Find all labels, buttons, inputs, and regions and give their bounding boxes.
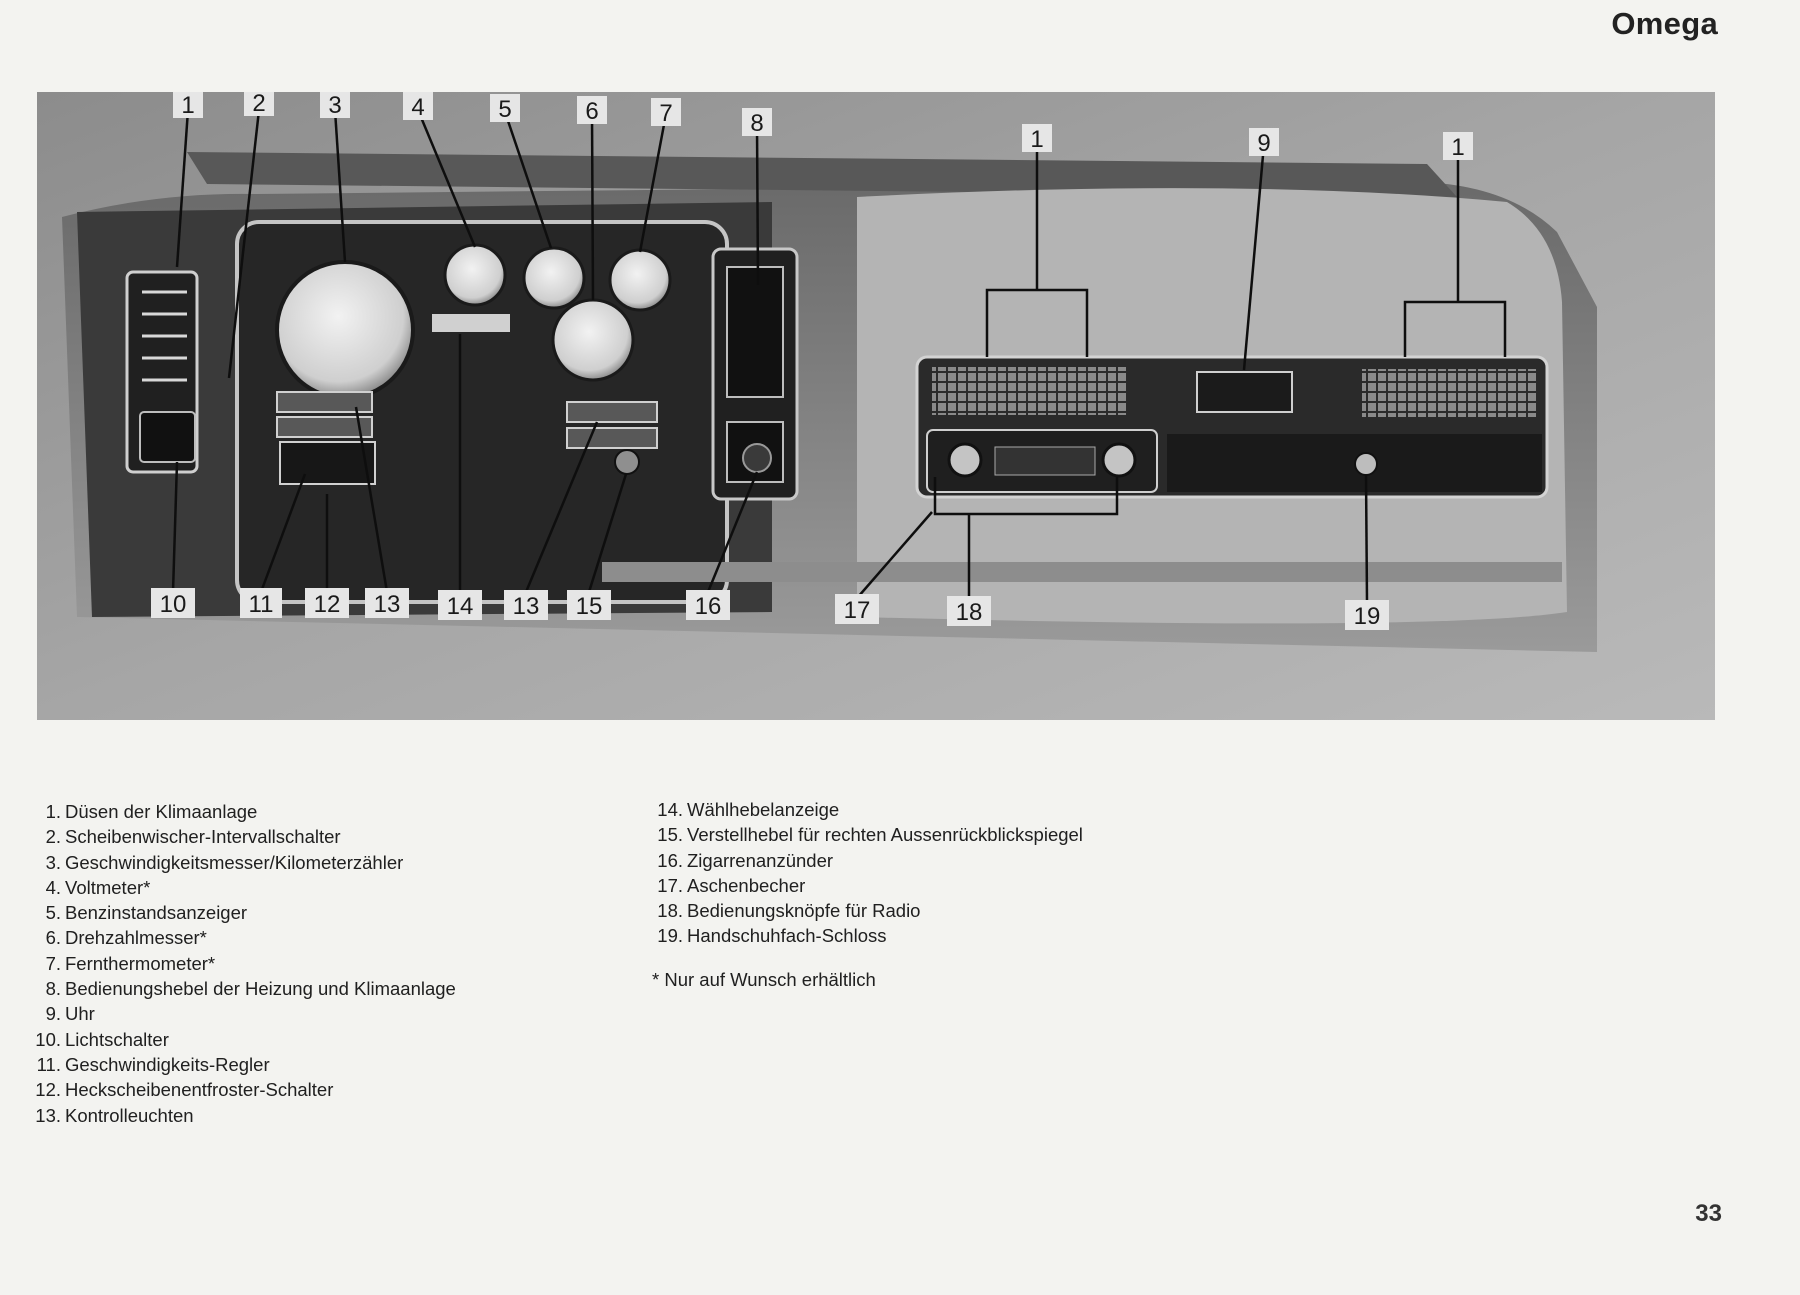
callout-label: 15 xyxy=(576,593,603,620)
page-number: 33 xyxy=(1695,1200,1722,1227)
legend-number: 12. xyxy=(35,1079,61,1101)
legend-text: Geschwindigkeits-Regler xyxy=(65,1053,270,1075)
legend-item: 3.Geschwindigkeitsmesser/Kilometerzähler xyxy=(30,850,650,875)
legend-text: Lichtschalter xyxy=(65,1028,169,1050)
legend-item: 13.Kontrolleuchten xyxy=(30,1103,650,1128)
legend-item: 17.Aschenbecher xyxy=(650,873,1210,898)
callout-label: 2 xyxy=(252,92,265,117)
callout-label: 9 xyxy=(1257,130,1270,157)
legend-item: 14.Wählhebelanzeige xyxy=(650,797,1210,822)
legend-text: Voltmeter* xyxy=(65,876,151,898)
callouts-bottom: 10 11 12 13 14 13 15 16 17 18 19 xyxy=(151,588,1389,630)
legend-text: Düsen der Klimaanlage xyxy=(65,801,258,822)
callout-label: 17 xyxy=(844,597,871,624)
legend-text: Handschuhfach-Schloss xyxy=(687,925,887,947)
legend-number: 4. xyxy=(45,876,61,898)
callout-label: 1 xyxy=(1030,126,1043,153)
legend-number: 11. xyxy=(36,1053,61,1075)
legend-number: 17. xyxy=(657,874,683,896)
legend-number: 3. xyxy=(45,851,61,873)
legend-item: 18.Bedienungsknöpfe für Radio xyxy=(650,898,1210,923)
legend-item: 16.Zigarrenanzünder xyxy=(650,848,1210,873)
legend-number: 13. xyxy=(35,1104,61,1126)
legend-item: 12.Heckscheibenentfroster-Schalter xyxy=(30,1077,650,1102)
legend-text: Bedienungshebel der Heizung und Klimaanl… xyxy=(65,978,456,1000)
legend-number: 16. xyxy=(657,849,683,871)
legend-item: 4.Voltmeter* xyxy=(30,875,650,900)
legend-number: 2. xyxy=(45,826,61,848)
legend-item: 1.Düsen der Klimaanlage xyxy=(30,799,650,824)
legend-item: 9.Uhr xyxy=(30,1001,650,1026)
legend-number: 6. xyxy=(45,927,61,949)
legend-text: Fernthermometer* xyxy=(65,952,216,974)
callout-label: 14 xyxy=(447,593,474,620)
legend-item: 19.Handschuhfach-Schloss xyxy=(650,923,1210,948)
legend-item: 11.Geschwindigkeits-Regler xyxy=(30,1052,650,1077)
legend-list-left: 1.Düsen der Klimaanlage 2.Scheibenwische… xyxy=(30,799,650,1128)
legend-item: 6.Drehzahlmesser* xyxy=(30,925,650,950)
legend-text: Heckscheibenentfroster-Schalter xyxy=(65,1079,334,1101)
legend-number: 14. xyxy=(657,799,683,820)
callout-label: 13 xyxy=(513,593,540,620)
dashboard-photo: 1 2 3 4 5 6 7 8 1 9 1 10 11 1 xyxy=(37,92,1715,720)
legend-text: Geschwindigkeitsmesser/Kilometerzähler xyxy=(65,851,404,873)
legend-number: 10. xyxy=(35,1028,61,1050)
callout-label: 13 xyxy=(374,591,401,618)
legend-number: 1. xyxy=(45,801,61,822)
legend-number: 19. xyxy=(657,925,683,947)
callout-label: 7 xyxy=(659,100,672,127)
callout-label: 8 xyxy=(750,110,763,137)
legend-text: Uhr xyxy=(65,1003,95,1025)
callout-label: 18 xyxy=(956,599,983,626)
legend-text: Aschenbecher xyxy=(687,874,806,896)
callout-label: 5 xyxy=(498,96,511,123)
legend-item: 10.Lichtschalter xyxy=(30,1027,650,1052)
page-title: Omega xyxy=(1611,6,1718,41)
callout-label: 4 xyxy=(411,94,424,121)
legend-number: 9. xyxy=(45,1003,61,1025)
legend-list-right: 14.Wählhebelanzeige 15.Verstellhebel für… xyxy=(650,797,1210,949)
callout-label: 12 xyxy=(314,591,341,618)
legend-item: 8.Bedienungshebel der Heizung und Klimaa… xyxy=(30,976,650,1001)
dashboard-illustration: 1 2 3 4 5 6 7 8 1 9 1 10 11 1 xyxy=(37,92,1715,720)
legend-text: Benzinstandsanzeiger xyxy=(65,902,248,924)
legend-number: 8. xyxy=(45,978,61,1000)
legend-text: Verstellhebel für rechten Aussenrückblic… xyxy=(687,824,1083,846)
legend-item: 15.Verstellhebel für rechten Aussenrückb… xyxy=(650,822,1210,847)
callouts-top: 1 2 3 4 5 6 7 8 1 9 1 xyxy=(173,92,1473,161)
callout-label: 16 xyxy=(695,593,722,620)
legend-text: Drehzahlmesser* xyxy=(65,927,207,949)
legend-text: Kontrolleuchten xyxy=(65,1104,194,1126)
footnote: * Nur auf Wunsch erhältlich xyxy=(652,969,876,990)
legend-item: 5.Benzinstandsanzeiger xyxy=(30,900,650,925)
legend-text: Wählhebelanzeige xyxy=(687,799,840,820)
callout-label: 3 xyxy=(328,92,341,119)
legend-number: 7. xyxy=(45,952,61,974)
legend-number: 5. xyxy=(45,902,61,924)
legend-text: Scheibenwischer-Intervallschalter xyxy=(65,826,341,848)
callout-label: 6 xyxy=(585,98,598,125)
callout-label: 1 xyxy=(1451,134,1464,161)
callout-label: 19 xyxy=(1354,603,1381,630)
legend-item: 7.Fernthermometer* xyxy=(30,951,650,976)
legend-number: 15. xyxy=(657,824,683,846)
callout-label: 10 xyxy=(160,591,187,618)
legend-number: 18. xyxy=(657,900,683,922)
legend-text: Zigarrenanzünder xyxy=(687,849,834,871)
callout-label: 1 xyxy=(181,92,194,119)
callout-label: 11 xyxy=(249,591,274,618)
legend-item: 2.Scheibenwischer-Intervallschalter xyxy=(30,824,650,849)
legend-text: Bedienungsknöpfe für Radio xyxy=(687,900,921,922)
